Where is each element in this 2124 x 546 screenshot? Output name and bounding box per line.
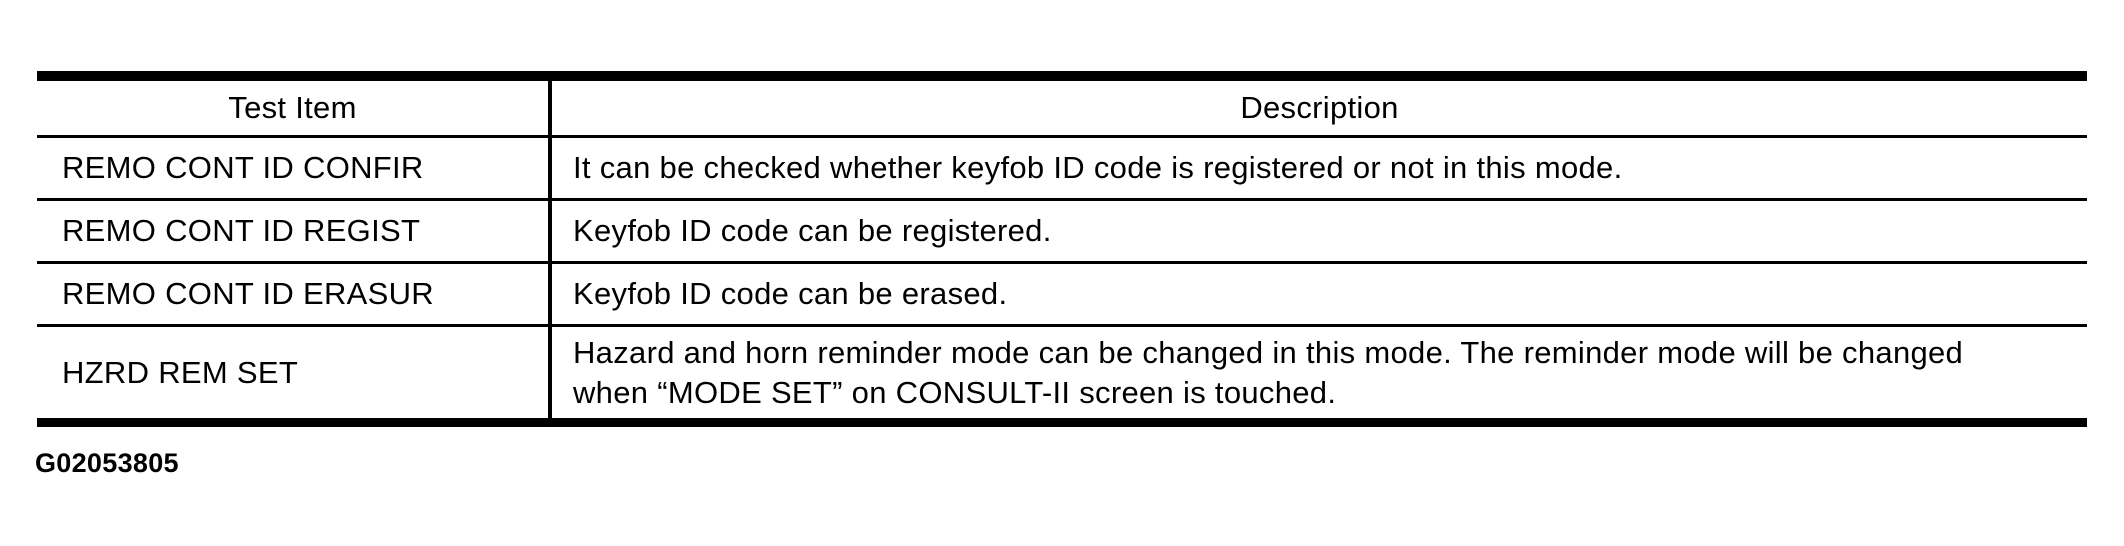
description-value: Keyfob ID code can be registered.	[573, 213, 1052, 248]
header-cell-description: Description	[552, 81, 2087, 135]
description-value: Keyfob ID code can be erased.	[573, 276, 1008, 311]
table-header-row: Test Item Description	[37, 81, 2087, 135]
test-item-cell: REMO CONT ID REGIST	[37, 201, 552, 261]
test-item-cell: REMO CONT ID CONFIR	[37, 138, 552, 198]
description-cell: Keyfob ID code can be registered.	[552, 201, 2087, 261]
description-cell: Hazard and horn reminder mode can be cha…	[552, 327, 2087, 418]
description-value: Hazard and horn reminder mode can be cha…	[573, 334, 1964, 410]
description-value: It can be checked whether keyfob ID code…	[573, 150, 1623, 185]
test-item-cell: HZRD REM SET	[37, 327, 552, 418]
column-header-test-item: Test Item	[228, 90, 357, 125]
test-item-value: HZRD REM SET	[62, 354, 299, 390]
header-cell-test-item: Test Item	[37, 81, 552, 135]
test-item-cell: REMO CONT ID ERASUR	[37, 264, 552, 324]
test-item-value: REMO CONT ID REGIST	[62, 213, 421, 248]
test-item-value: REMO CONT ID ERASUR	[62, 276, 434, 311]
table-row-hzrd-rem-set: HZRD REM SET Hazard and horn reminder mo…	[37, 324, 2087, 418]
figure-id-label: G02053805	[35, 448, 179, 478]
table-row-remo-cont-id-regist: REMO CONT ID REGIST Keyfob ID code can b…	[37, 198, 2087, 261]
test-item-table: Test Item Description REMO CONT ID CONFI…	[37, 71, 2087, 427]
column-header-description: Description	[1240, 90, 1399, 125]
test-item-value: REMO CONT ID CONFIR	[62, 150, 424, 185]
table-row-remo-cont-id-erasur: REMO CONT ID ERASUR Keyfob ID code can b…	[37, 261, 2087, 324]
description-cell: Keyfob ID code can be erased.	[552, 264, 2087, 324]
description-cell: It can be checked whether keyfob ID code…	[552, 138, 2087, 198]
table-row-remo-cont-id-confir: REMO CONT ID CONFIR It can be checked wh…	[37, 135, 2087, 198]
